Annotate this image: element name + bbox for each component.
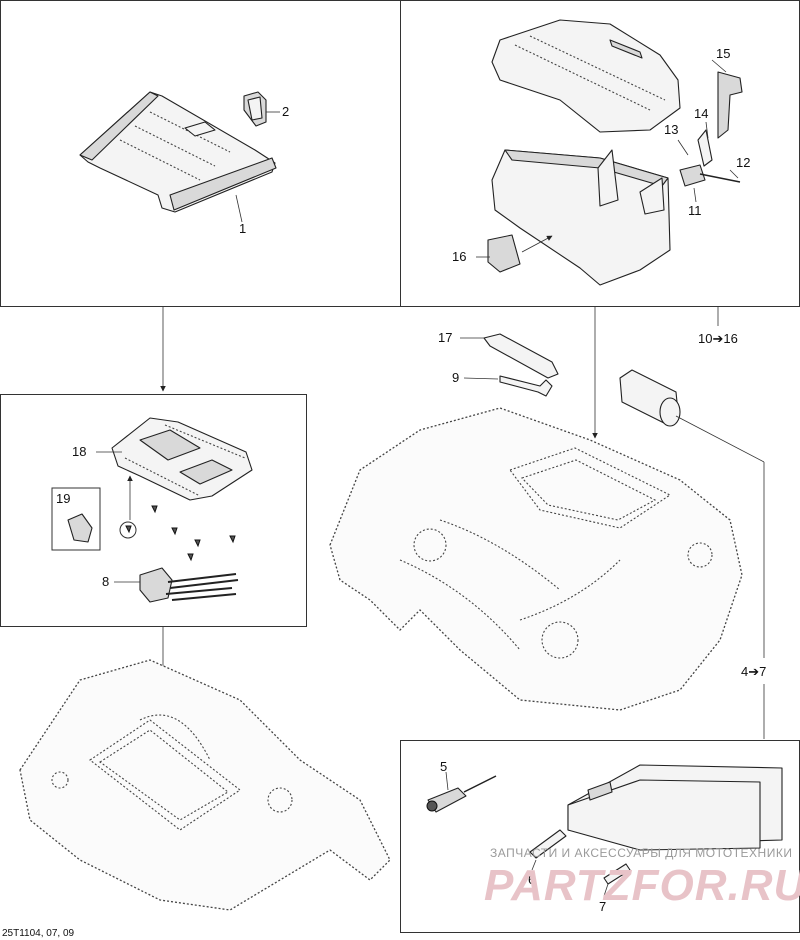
tool-bag[interactable] bbox=[619, 369, 681, 427]
watermark-logo: PARTZFOR.RU bbox=[484, 861, 800, 910]
label-7: 7 bbox=[599, 899, 606, 914]
leader-14 bbox=[705, 121, 709, 139]
clip-inset-box bbox=[51, 487, 101, 551]
leader-16b bbox=[521, 235, 553, 253]
leader-6 bbox=[531, 859, 537, 871]
cable-part-8[interactable] bbox=[139, 567, 239, 603]
label-range-4-7: 4➔7 bbox=[741, 664, 766, 679]
label-11: 11 bbox=[688, 203, 702, 218]
label-range-10-16: 10➔16 bbox=[698, 331, 738, 346]
label-8: 8 bbox=[102, 574, 109, 589]
label-18: 18 bbox=[72, 444, 86, 459]
storage-lid[interactable] bbox=[491, 19, 681, 133]
leader-11 bbox=[693, 187, 697, 203]
front-fender-outline bbox=[19, 659, 391, 911]
screwdriver-part-5[interactable] bbox=[426, 775, 497, 813]
push-rivets[interactable] bbox=[125, 505, 236, 562]
clip-part-2[interactable] bbox=[243, 91, 267, 127]
label-16: 16 bbox=[452, 249, 466, 264]
label-14: 14 bbox=[694, 106, 708, 121]
bumper-part-16[interactable] bbox=[487, 234, 521, 273]
label-6: 6 bbox=[528, 872, 535, 887]
leader-13 bbox=[677, 139, 689, 156]
label-12: 12 bbox=[736, 155, 750, 170]
label-9: 9 bbox=[452, 370, 459, 385]
tool-pouch[interactable] bbox=[567, 764, 783, 851]
label-2: 2 bbox=[282, 104, 289, 119]
clip-part-19[interactable] bbox=[67, 513, 93, 543]
label-15: 15 bbox=[716, 46, 730, 61]
diagram-reference: 25T1104, 07, 09 bbox=[2, 928, 75, 939]
label-19: 19 bbox=[56, 491, 70, 506]
fastener-callout-ring bbox=[119, 521, 137, 539]
tray-part-18[interactable] bbox=[111, 417, 253, 501]
leader-1 bbox=[235, 194, 243, 223]
leader-9 bbox=[463, 377, 499, 380]
rear-rack-part-1[interactable] bbox=[79, 91, 277, 213]
leader-12 bbox=[729, 169, 739, 179]
latch-hardware[interactable] bbox=[679, 71, 743, 187]
leader-tool-bag bbox=[675, 415, 765, 463]
strap-part-17[interactable] bbox=[483, 333, 559, 379]
label-17: 17 bbox=[438, 330, 452, 345]
rear-fender-outline bbox=[329, 407, 743, 711]
fuse-part-6[interactable] bbox=[529, 829, 567, 859]
watermark-tagline: ЗАПЧАСТИ И АКСЕССУАРЫ ДЛЯ МОТОТЕХНИКИ bbox=[490, 846, 792, 860]
label-1: 1 bbox=[239, 221, 246, 236]
wrench-part-9[interactable] bbox=[499, 375, 553, 397]
fuse-part-7[interactable] bbox=[603, 863, 631, 885]
label-13: 13 bbox=[664, 122, 678, 137]
label-5: 5 bbox=[440, 759, 447, 774]
leader-15 bbox=[711, 59, 727, 73]
leader-7 bbox=[603, 883, 609, 897]
storage-tub[interactable] bbox=[491, 149, 671, 286]
leader-5 bbox=[445, 771, 449, 791]
storage-kit-panel bbox=[0, 394, 307, 627]
